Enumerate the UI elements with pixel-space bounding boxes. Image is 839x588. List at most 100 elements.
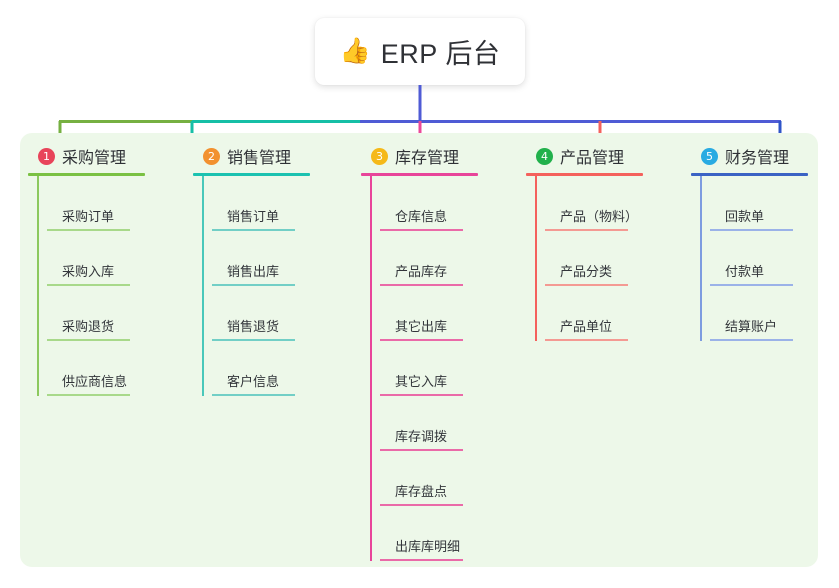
column-index-badge: 1 <box>38 147 55 165</box>
list-item-underline <box>47 284 130 286</box>
list-item-label: 出库库明细 <box>395 539 461 555</box>
list-item[interactable]: 销售订单 <box>203 176 353 231</box>
content-panel <box>20 133 818 567</box>
column-items: 销售订单销售出库销售退货客户信息 <box>193 176 353 396</box>
list-item-label: 结算账户 <box>725 319 778 335</box>
list-item-underline <box>545 229 628 231</box>
list-item-label: 采购退货 <box>62 319 115 335</box>
list-item-underline <box>545 284 628 286</box>
list-item-label: 库存盘点 <box>395 484 448 500</box>
column-title: 库存管理 <box>395 150 460 167</box>
column-underline <box>28 173 145 176</box>
list-item-label: 产品单位 <box>560 319 613 335</box>
column-header[interactable]: 1 采购管理 <box>28 143 188 169</box>
list-item[interactable]: 产品（物料） <box>536 176 686 231</box>
list-item-label: 产品库存 <box>395 264 448 280</box>
list-item[interactable]: 付款单 <box>701 231 839 286</box>
list-item-underline <box>380 394 463 396</box>
list-item-underline <box>380 229 463 231</box>
list-item-underline <box>47 339 130 341</box>
column-underline <box>526 173 643 176</box>
list-item-underline <box>212 339 295 341</box>
list-item-underline <box>710 339 793 341</box>
list-item[interactable]: 采购退货 <box>38 286 188 341</box>
column-销售管理: 2 销售管理销售订单销售出库销售退货客户信息 <box>193 143 353 396</box>
list-item-underline <box>380 449 463 451</box>
list-item[interactable]: 客户信息 <box>203 341 353 396</box>
column-index-badge: 3 <box>371 147 388 165</box>
list-item[interactable]: 其它出库 <box>371 286 521 341</box>
list-item-label: 销售退货 <box>227 319 280 335</box>
column-spine <box>535 176 537 341</box>
column-header[interactable]: 5 财务管理 <box>691 143 839 169</box>
list-item[interactable]: 产品单位 <box>536 286 686 341</box>
list-item-label: 产品分类 <box>560 264 613 280</box>
list-item-label: 仓库信息 <box>395 209 448 225</box>
column-underline <box>361 173 478 176</box>
column-items: 产品（物料） 产品分类产品单位 <box>526 176 686 341</box>
list-item[interactable]: 其它入库 <box>371 341 521 396</box>
list-item-underline <box>47 394 130 396</box>
column-库存管理: 3 库存管理仓库信息产品库存其它出库其它入库库存调拨库存盘点出库库明细 <box>361 143 521 561</box>
list-item-underline <box>710 229 793 231</box>
column-spine <box>202 176 204 396</box>
list-item[interactable]: 出库库明细 <box>371 506 521 561</box>
list-item[interactable]: 库存调拨 <box>371 396 521 451</box>
list-item-label: 产品（物料） <box>560 209 639 225</box>
list-item-underline <box>212 394 295 396</box>
list-item-label: 其它入库 <box>395 374 448 390</box>
list-item[interactable]: 销售退货 <box>203 286 353 341</box>
column-header[interactable]: 3 库存管理 <box>361 143 521 169</box>
list-item[interactable]: 结算账户 <box>701 286 839 341</box>
list-item-underline <box>380 559 463 561</box>
list-item-underline <box>380 504 463 506</box>
list-item-underline <box>212 229 295 231</box>
column-spine <box>700 176 702 341</box>
list-item[interactable]: 回款单 <box>701 176 839 231</box>
column-财务管理: 5 财务管理回款单付款单结算账户 <box>691 143 839 341</box>
column-spine <box>370 176 372 561</box>
list-item[interactable]: 库存盘点 <box>371 451 521 506</box>
list-item-underline <box>710 284 793 286</box>
column-title: 产品管理 <box>560 150 625 167</box>
list-item-label: 付款单 <box>725 264 765 280</box>
list-item-label: 回款单 <box>725 209 765 225</box>
column-title: 采购管理 <box>62 150 127 167</box>
page-title: ERP 后台 <box>380 39 501 69</box>
list-item[interactable]: 销售出库 <box>203 231 353 286</box>
column-header[interactable]: 2 销售管理 <box>193 143 353 169</box>
column-underline <box>691 173 808 176</box>
column-spine <box>37 176 39 396</box>
column-title: 财务管理 <box>725 150 790 167</box>
list-item[interactable]: 仓库信息 <box>371 176 521 231</box>
list-item-label: 采购订单 <box>62 209 115 225</box>
list-item[interactable]: 供应商信息 <box>38 341 188 396</box>
list-item-underline <box>47 229 130 231</box>
list-item-underline <box>212 284 295 286</box>
list-item-label: 销售订单 <box>227 209 280 225</box>
column-采购管理: 1 采购管理采购订单采购入库采购退货供应商信息 <box>28 143 188 396</box>
column-title: 销售管理 <box>227 150 292 167</box>
column-items: 回款单付款单结算账户 <box>691 176 839 341</box>
column-index-badge: 5 <box>701 147 718 165</box>
column-index-badge: 2 <box>203 147 220 165</box>
list-item-label: 库存调拨 <box>395 429 448 445</box>
root-title-inner: 👍 ERP 后台 <box>340 32 501 71</box>
list-item[interactable]: 采购订单 <box>38 176 188 231</box>
list-item[interactable]: 产品库存 <box>371 231 521 286</box>
root-title-card[interactable]: 👍 ERP 后台 <box>315 18 525 85</box>
list-item[interactable]: 产品分类 <box>536 231 686 286</box>
list-item-label: 采购入库 <box>62 264 115 280</box>
column-items: 仓库信息产品库存其它出库其它入库库存调拨库存盘点出库库明细 <box>361 176 521 561</box>
list-item-underline <box>545 339 628 341</box>
list-item-label: 客户信息 <box>227 374 280 390</box>
list-item-underline <box>380 339 463 341</box>
thumbs-up-icon: 👍 <box>339 37 371 65</box>
list-item[interactable]: 采购入库 <box>38 231 188 286</box>
list-item-label: 供应商信息 <box>62 374 128 390</box>
list-item-label: 销售出库 <box>227 264 280 280</box>
column-underline <box>193 173 310 176</box>
